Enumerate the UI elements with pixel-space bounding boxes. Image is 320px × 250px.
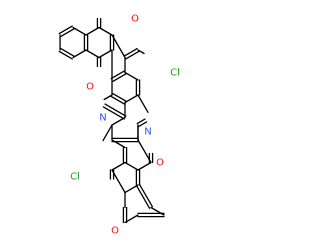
bond-c33-c32 <box>124 214 139 224</box>
atom-o-mid-left: O <box>84 81 96 93</box>
bond-a1-a2-a <box>58 25 73 35</box>
bond-c14-nR <box>137 94 149 113</box>
bond-c16-c15 <box>124 71 139 81</box>
bond-a3-a4-a <box>58 50 73 60</box>
atom-n-right: N <box>142 126 154 138</box>
atom-label-cl-top: Cl <box>170 68 180 79</box>
bond-c17-c18-a <box>125 50 140 60</box>
bond-c11-c16-b <box>110 70 125 80</box>
bond-a4-a5 <box>72 49 87 59</box>
bond-c12-c13-b <box>112 92 127 102</box>
bond-c18-clT <box>137 49 145 55</box>
bond-a1-a2-b <box>60 28 75 38</box>
bond-c36-c35 <box>150 206 165 216</box>
bond-c12-c13-a <box>110 95 125 105</box>
atom-label-o-mid-right: O <box>156 158 164 169</box>
atom-label-n-left: N <box>99 113 106 124</box>
bond-c30-c29 <box>137 161 152 171</box>
bond-a6-a1 <box>72 26 87 36</box>
bond-c17-c18-b <box>123 47 138 57</box>
atom-label-o-bottom: O <box>111 226 119 237</box>
atom-label-o-top: O <box>131 14 139 25</box>
bond-c12-nL <box>103 94 113 101</box>
atom-label-o-mid-left: O <box>86 82 94 93</box>
bond-nL-c23-b <box>104 103 127 117</box>
molecule-structure: O O N N Cl Cl O O <box>58 13 183 237</box>
bond-c22-clB <box>102 124 113 142</box>
bond-c35-c28-a <box>138 183 154 208</box>
bond-c25-c26 <box>111 161 126 171</box>
atom-label-n-right: N <box>144 127 151 138</box>
bond-c9-c10 <box>98 49 113 59</box>
bond-c26-c27 <box>111 169 126 194</box>
atom-labels: O O N N Cl Cl O O <box>67 13 183 237</box>
atom-o-mid-right: O <box>154 157 166 169</box>
bond-c8-c17 <box>111 34 126 59</box>
bonds <box>58 17 165 224</box>
atom-cl-top: Cl <box>167 65 183 81</box>
bond-c10-a5 <box>85 49 100 59</box>
bond-nR-c19-a <box>136 118 146 125</box>
bond-c14-c13 <box>124 94 139 104</box>
atom-n-left: N <box>97 112 109 124</box>
bond-c35-c28-b <box>135 185 151 209</box>
bond-c29-c25 <box>124 161 139 171</box>
bond-c22-c23 <box>111 116 126 126</box>
bond-c7-c8 <box>98 26 113 36</box>
atom-o-bottom: O <box>109 225 121 237</box>
bond-c21-c24 <box>111 139 126 149</box>
atom-o-top: O <box>129 13 141 25</box>
bond-a6-c7 <box>85 26 100 36</box>
atom-label-cl-bottom: Cl <box>70 172 80 183</box>
bond-c11-c16-a <box>112 73 127 83</box>
bond-nR-c19-b <box>138 121 148 128</box>
bond-c28-c27 <box>124 184 139 194</box>
bond-a3-a4-b <box>60 47 75 57</box>
atom-cl-bottom: Cl <box>67 169 83 185</box>
bond-nL-c23-a <box>102 106 125 120</box>
